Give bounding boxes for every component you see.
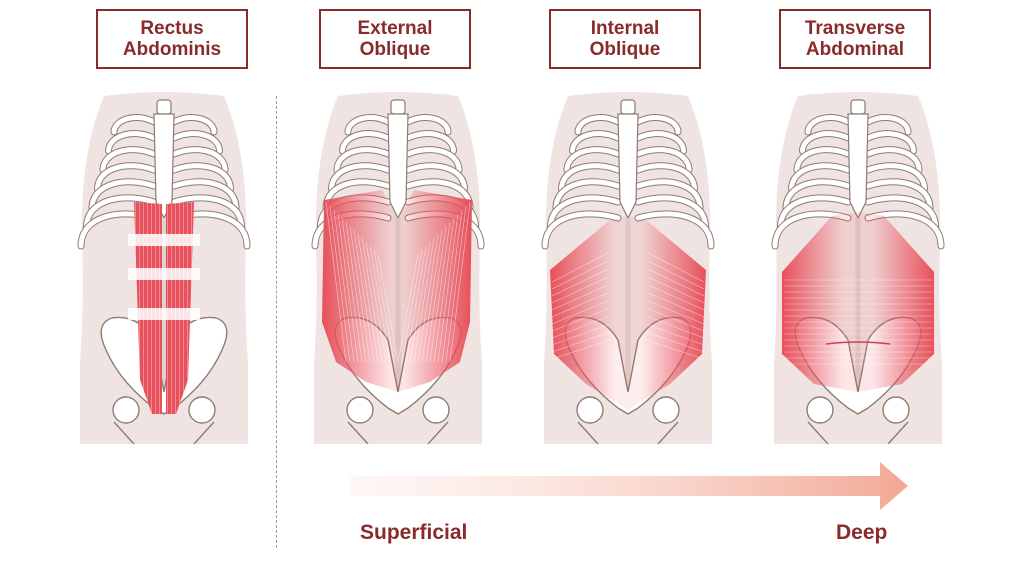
- label-external-oblique: External Oblique: [319, 9, 471, 69]
- section-divider: [276, 96, 277, 548]
- torso-external-oblique: [310, 92, 486, 445]
- torso-illustration: [771, 92, 945, 445]
- label-line: Oblique: [589, 39, 661, 60]
- label-line: Transverse: [804, 18, 906, 39]
- depth-start-label: Superficial: [360, 521, 468, 544]
- label-rectus-abdominis: Rectus Abdominis: [96, 9, 248, 69]
- label-line: Oblique: [359, 39, 431, 60]
- label-line: Abdominal: [805, 39, 905, 60]
- label-line: Rectus: [140, 18, 204, 39]
- torso-internal-oblique: [540, 92, 716, 445]
- label-line: External: [357, 18, 433, 39]
- torso-illustration: [311, 92, 485, 445]
- label-internal-oblique: Internal Oblique: [549, 9, 701, 69]
- label-line: Abdominis: [122, 39, 222, 60]
- depth-end-label: Deep: [836, 521, 888, 544]
- torso-illustration: [541, 92, 715, 445]
- label-transverse-abdominal: Transverse Abdominal: [779, 9, 931, 69]
- torso-transverse-abdominal: [770, 92, 946, 445]
- torso-illustration: [77, 92, 251, 445]
- label-line: Internal: [590, 18, 660, 39]
- depth-arrow: [350, 462, 908, 510]
- torso-rectus-abdominis: [76, 92, 252, 445]
